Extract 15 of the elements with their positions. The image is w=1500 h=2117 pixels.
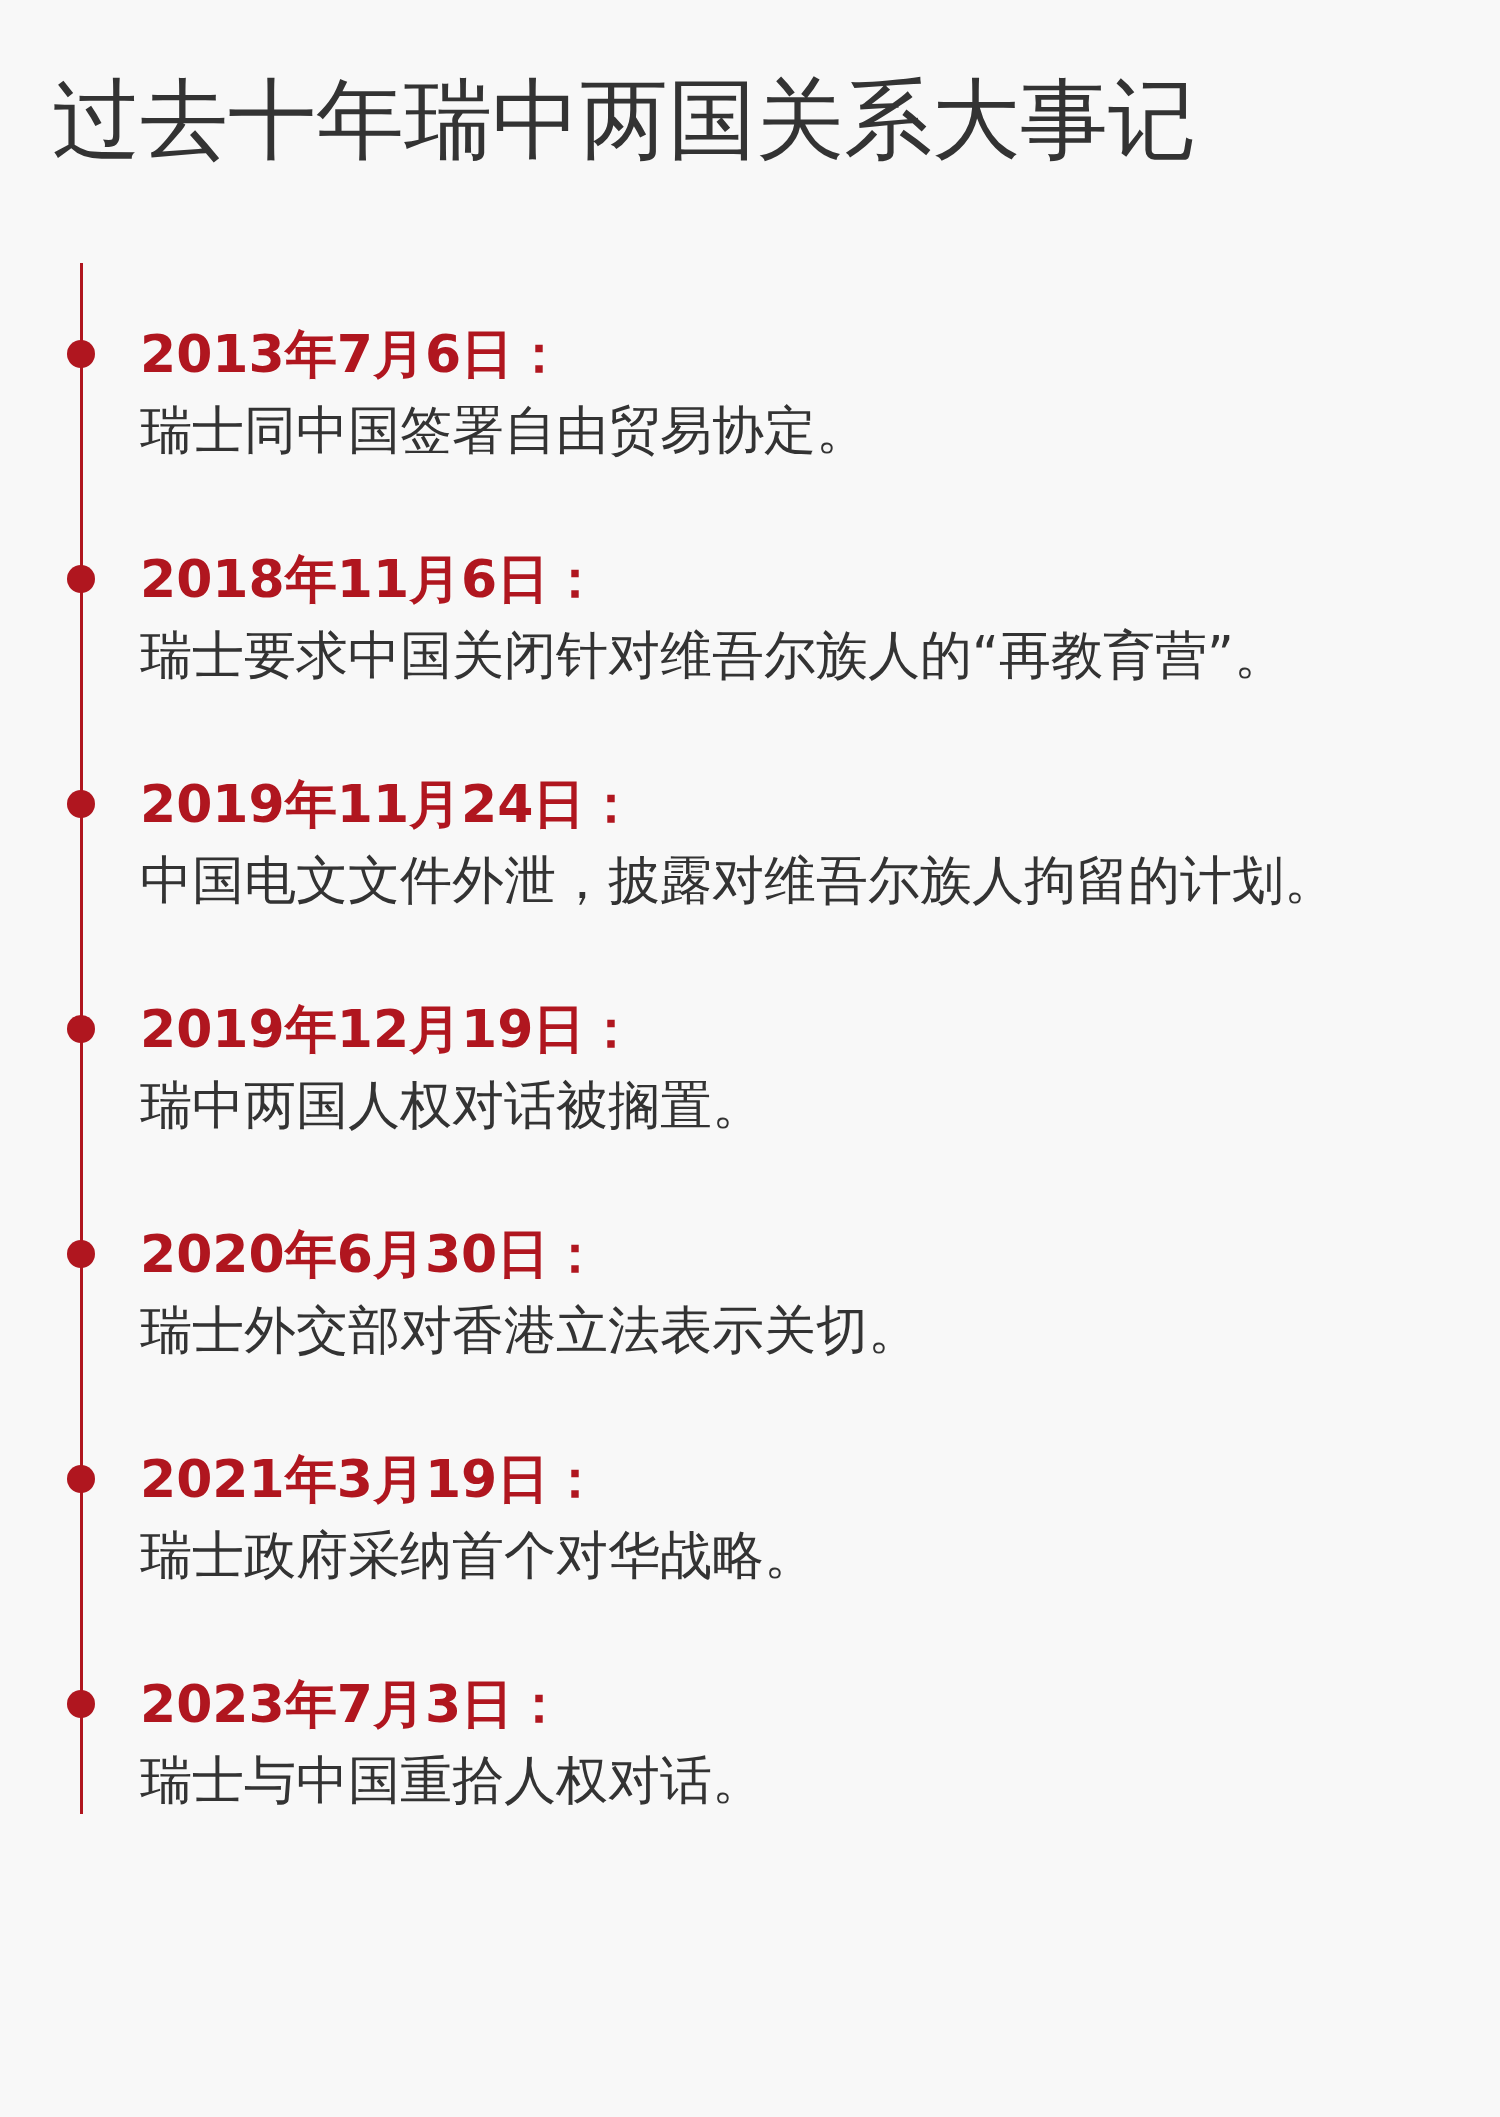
event-description: 瑞士政府采纳首个对华战略。 [140, 1524, 816, 1587]
event-date: 2021年3月19日： [140, 1448, 602, 1511]
event-date: 2019年11月24日： [140, 773, 638, 836]
event-description: 瑞士要求中国关闭针对维吾尔族人的“再教育营”。 [140, 624, 1286, 687]
event-description: 瑞中两国人权对话被搁置。 [140, 1074, 764, 1137]
event-date: 2018年11月6日： [140, 548, 602, 611]
event-description: 瑞士外交部对香港立法表示关切。 [140, 1299, 920, 1362]
event-description: 中国电文文件外泄，披露对维吾尔族人拘留的计划。 [140, 849, 1336, 912]
event-date: 2019年12月19日： [140, 998, 638, 1061]
event-date: 2020年6月30日： [140, 1223, 602, 1286]
event-description: 瑞士同中国签署自由贸易协定。 [140, 399, 868, 462]
event-date: 2023年7月3日： [140, 1673, 566, 1736]
event-description: 瑞士与中国重拾人权对话。 [140, 1749, 764, 1812]
title: 过去十年瑞中两国关系大事记 [52, 67, 1196, 173]
event-date: 2013年7月6日： [140, 323, 566, 386]
